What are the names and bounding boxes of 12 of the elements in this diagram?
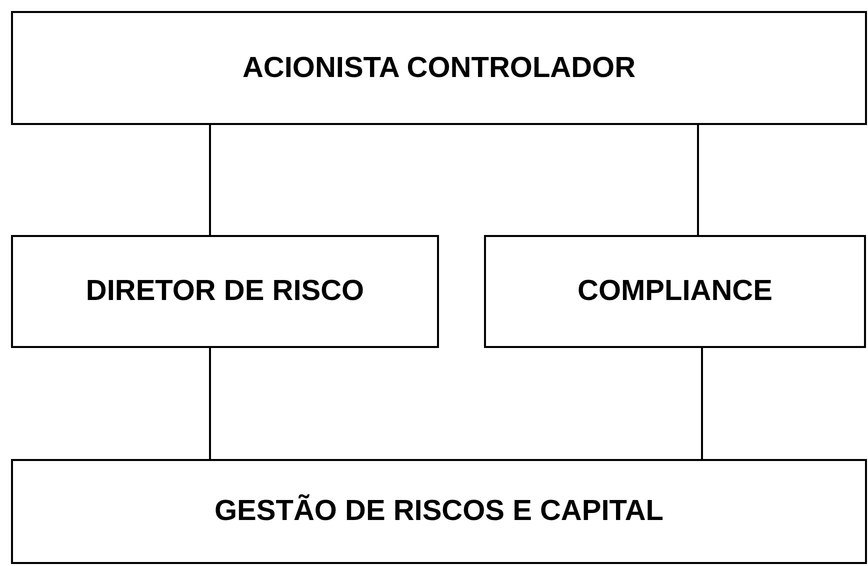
box-label: COMPLIANCE [578, 275, 772, 308]
org-box [11, 235, 439, 348]
connector-line [697, 125, 699, 235]
org-box [11, 11, 867, 125]
box-label: GESTÃO DE RISCOS E CAPITAL [214, 495, 664, 528]
box-label: ACIONISTA CONTROLADOR [242, 52, 636, 84]
box-label: DIRETOR DE RISCO [86, 275, 364, 308]
connector-line [209, 125, 211, 235]
org-box [11, 459, 867, 564]
connector-line [209, 348, 211, 459]
connector-line [701, 348, 703, 459]
org-box [484, 235, 866, 348]
